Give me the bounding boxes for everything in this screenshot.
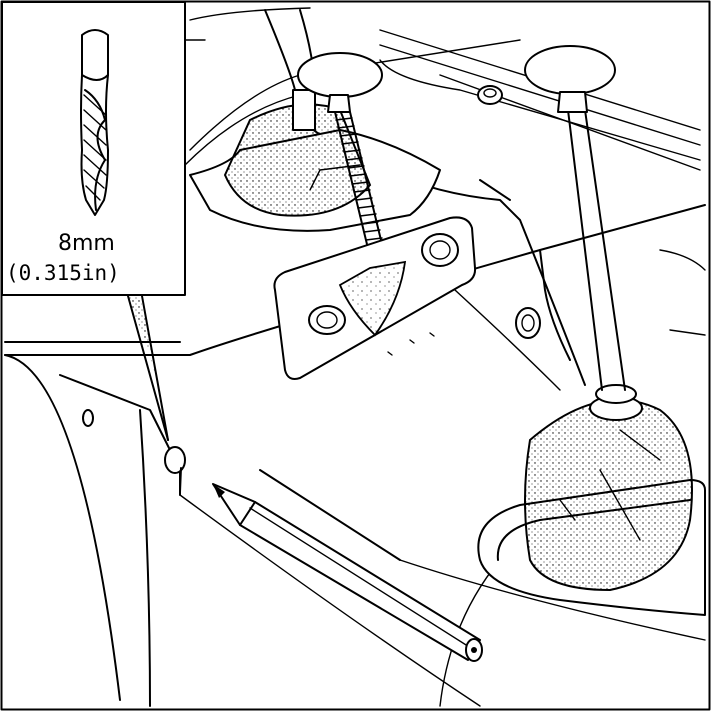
small-hole-left [82, 409, 94, 427]
right-shift-lever [477, 45, 706, 616]
left-shift-boot [189, 9, 441, 232]
drill-size-imperial: (0.315in) [6, 261, 120, 285]
pencil-icon [212, 483, 483, 662]
mounting-bracket [273, 216, 477, 380]
console-hole-right [515, 307, 541, 339]
drill-size-metric: 8mm [58, 231, 115, 256]
threaded-shift-lever [297, 52, 388, 266]
console-bolt [477, 85, 503, 105]
drill-target-hole [164, 446, 186, 493]
drill-size-callout: 8mm (0.315in) [1, 1, 186, 441]
drill-bit-icon [80, 29, 109, 216]
